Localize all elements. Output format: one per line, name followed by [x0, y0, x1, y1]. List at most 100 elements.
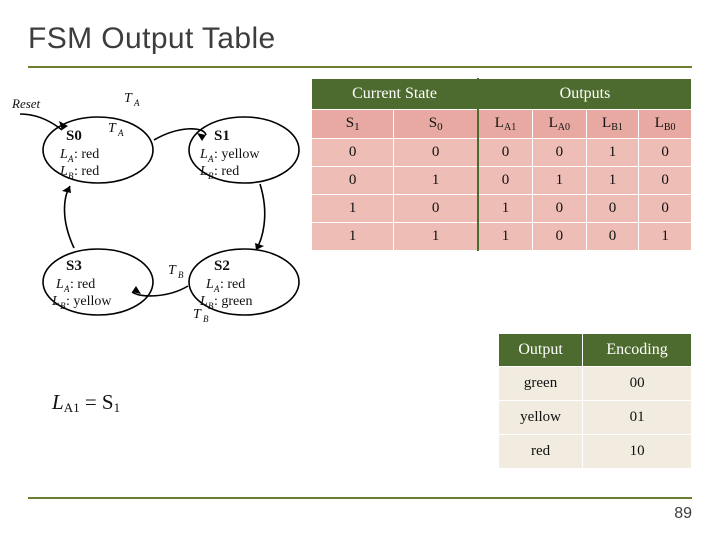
svg-text:B: B — [60, 301, 66, 311]
svg-text:A: A — [67, 154, 74, 164]
svg-text:B: B — [68, 171, 74, 181]
column-header-s0: S0 — [393, 109, 479, 139]
cell-r2-c0: 1 — [310, 194, 395, 223]
encoding-header-output: Output — [497, 333, 584, 367]
column-header-s1: S1 — [310, 109, 395, 139]
cell-r1-c2: 0 — [477, 166, 534, 195]
svg-text:A: A — [207, 154, 214, 164]
svg-text:: green: : green — [214, 294, 252, 309]
encoding-header-encoding: Encoding — [582, 333, 692, 367]
svg-text:: red: : red — [70, 277, 95, 292]
col-base-s1: S — [345, 115, 355, 131]
output-encoding-table: Output Encoding green 00 yellow 01 red 1… — [497, 333, 692, 469]
page-title: FSM Output Table — [28, 22, 276, 55]
svg-text:L: L — [55, 277, 64, 292]
encoding-cell-r0-c1: 00 — [582, 366, 692, 401]
col-base-la0: L — [548, 115, 558, 131]
encoding-cell-r2-c1: 10 — [582, 434, 692, 469]
svg-text:T: T — [108, 121, 117, 136]
cell-r1-c1: 1 — [393, 166, 479, 195]
cell-r3-c1: 1 — [393, 222, 479, 251]
col-base-la1: L — [494, 115, 504, 131]
svg-text:: red: : red — [74, 164, 99, 179]
svg-text:S1: S1 — [214, 128, 230, 144]
group-header-current-state: Current State — [311, 78, 479, 110]
svg-text:S2: S2 — [214, 258, 230, 274]
table-row: green 00 — [497, 366, 692, 401]
col-sub-lb1: B1 — [611, 122, 623, 133]
fsm-state-diagram: Reset T A T A T B T B S0 L A : red L B :… — [8, 78, 308, 338]
cell-r0-c2: 0 — [477, 138, 534, 167]
col-sub-lb0: B0 — [663, 122, 676, 133]
svg-text:B: B — [203, 314, 209, 324]
col-sub-s1: 1 — [354, 121, 360, 133]
svg-text:A: A — [117, 128, 124, 138]
group-header-outputs: Outputs — [477, 78, 692, 110]
cell-r2-c4: 0 — [585, 194, 640, 223]
table-column-header-row: S1 S0 LA1 LA0 LB1 LB0 — [310, 109, 692, 139]
svg-text:T: T — [193, 307, 202, 322]
column-header-lb1: LB1 — [585, 109, 640, 139]
cell-r3-c5: 1 — [638, 222, 692, 251]
svg-text:L: L — [59, 147, 68, 162]
cell-r1-c0: 0 — [310, 166, 395, 195]
svg-text:B: B — [178, 270, 184, 280]
equation-la: L — [52, 390, 64, 414]
cell-r2-c2: 1 — [477, 194, 534, 223]
cell-r0-c3: 0 — [532, 138, 587, 167]
encoding-cell-r0-c0: green — [497, 366, 584, 401]
cell-r0-c5: 0 — [638, 138, 692, 167]
equation-rest-sub: 1 — [113, 400, 121, 415]
svg-text:A: A — [213, 284, 220, 294]
cell-r3-c3: 0 — [532, 222, 587, 251]
cell-r0-c4: 1 — [585, 138, 640, 167]
svg-text:: red: : red — [220, 277, 245, 292]
encoding-cell-r1-c0: yellow — [497, 400, 584, 435]
encoding-cell-r2-c0: red — [497, 434, 584, 469]
cell-r3-c2: 1 — [477, 222, 534, 251]
cell-r2-c3: 0 — [532, 194, 587, 223]
svg-text:S0: S0 — [66, 128, 82, 144]
table-row: 0 0 0 0 1 0 — [310, 138, 692, 167]
cell-r3-c0: 1 — [310, 222, 395, 251]
footer-divider — [28, 497, 692, 499]
title-divider — [28, 66, 692, 68]
col-sub-la1: A1 — [503, 122, 517, 133]
svg-text:A: A — [63, 284, 70, 294]
svg-text:L: L — [51, 294, 60, 309]
table-row: 1 1 1 0 0 1 — [310, 222, 692, 251]
encoding-header-row: Output Encoding — [497, 333, 692, 367]
svg-text:B: B — [208, 171, 214, 181]
column-header-la0: LA0 — [532, 109, 587, 139]
cell-r0-c0: 0 — [310, 138, 395, 167]
svg-text:T: T — [124, 91, 133, 106]
svg-text:L: L — [59, 164, 68, 179]
svg-text:L: L — [205, 277, 214, 292]
table-row: 0 1 0 1 1 0 — [310, 166, 692, 195]
equation-rest: = S — [79, 390, 114, 414]
column-header-la1: LA1 — [477, 109, 534, 139]
cell-r3-c4: 0 — [585, 222, 640, 251]
svg-text:: yellow: : yellow — [66, 294, 112, 309]
svg-text:Reset: Reset — [11, 96, 41, 111]
svg-text:: red: : red — [214, 164, 239, 179]
col-sub-la0: A0 — [557, 122, 571, 133]
cell-r1-c4: 1 — [585, 166, 640, 195]
svg-text:: yellow: : yellow — [214, 147, 260, 162]
svg-text:: red: : red — [74, 147, 99, 162]
fsm-output-truth-table: Current State Outputs S1 S0 LA1 LA0 LB1 … — [310, 78, 692, 251]
cell-r1-c3: 1 — [532, 166, 587, 195]
cell-r2-c5: 0 — [638, 194, 692, 223]
equation-la-sub: A1 — [63, 400, 80, 415]
col-base-lb0: L — [654, 115, 664, 131]
page-number: 89 — [674, 505, 692, 522]
cell-r0-c1: 0 — [393, 138, 479, 167]
output-equation: LA1 = S1 — [52, 390, 120, 416]
col-base-lb1: L — [602, 115, 612, 131]
svg-text:T: T — [168, 263, 177, 278]
svg-text:B: B — [208, 301, 214, 311]
column-header-lb0: LB0 — [638, 109, 692, 139]
svg-text:L: L — [199, 164, 208, 179]
col-base-s0: S — [428, 115, 438, 131]
cell-r2-c1: 0 — [393, 194, 479, 223]
